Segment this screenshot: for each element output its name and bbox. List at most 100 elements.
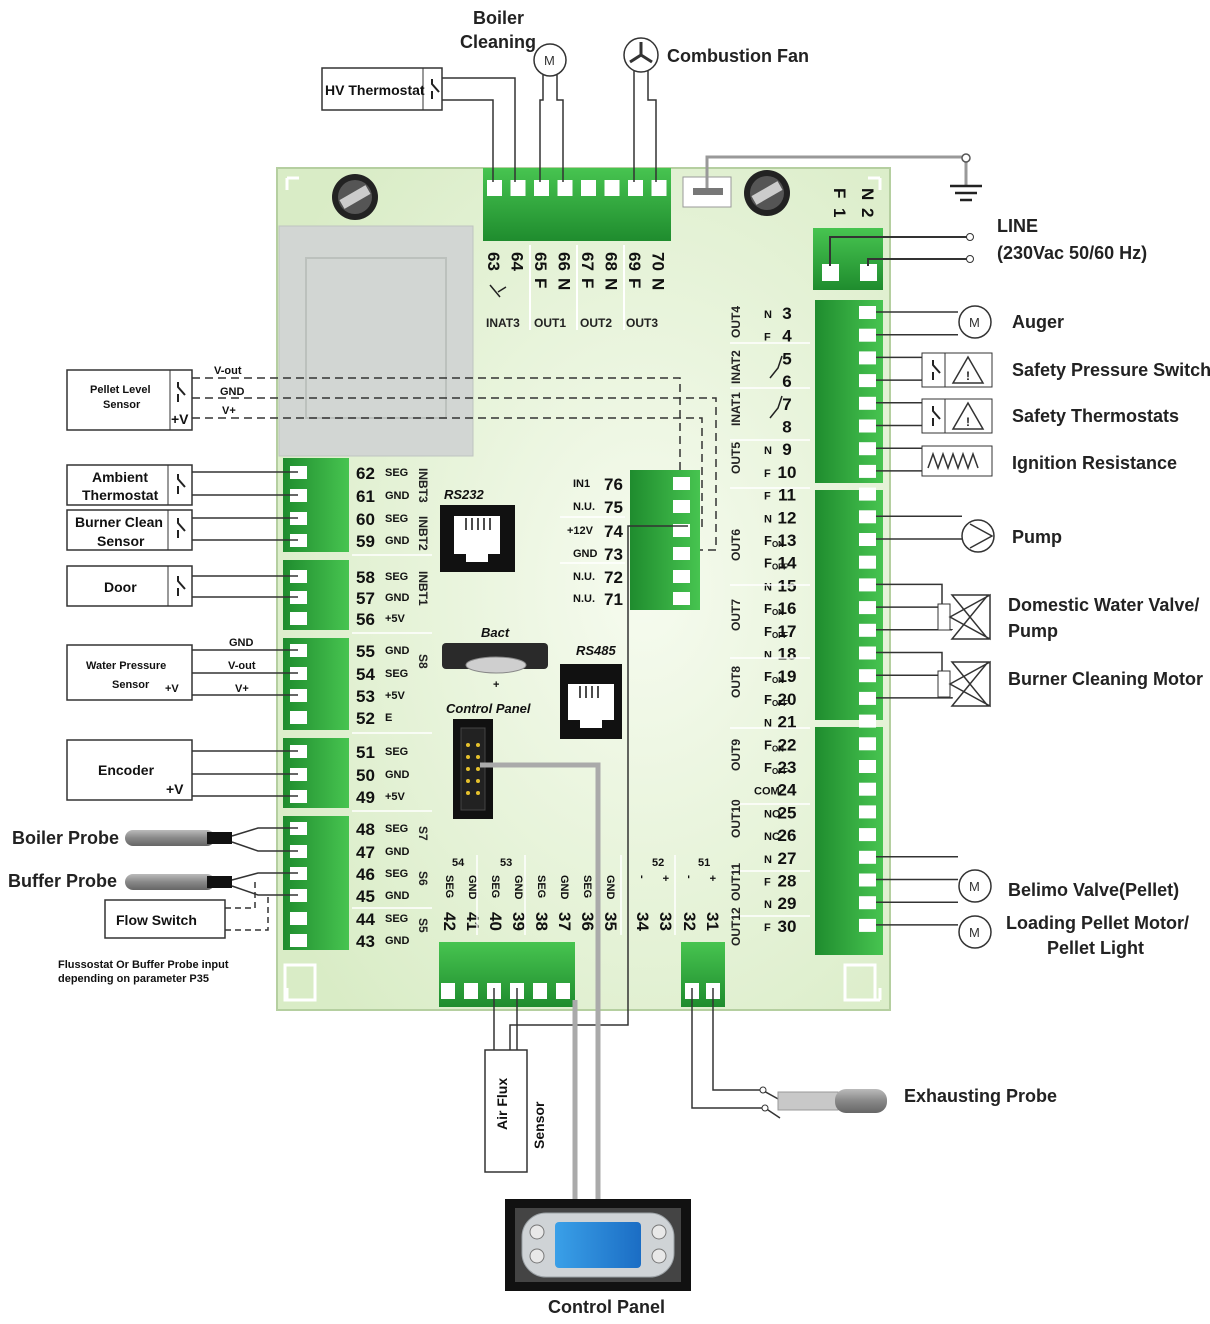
left-terminal-number: 50: [356, 766, 375, 785]
boiler-cleaning-label-1: Boiler: [473, 8, 524, 28]
right-terminal-number: 9: [782, 440, 791, 459]
top-terminal-slot: [487, 180, 502, 196]
device-wire: [876, 356, 922, 381]
left-terminal-signal: SEG: [385, 868, 408, 880]
mid-terminal-number: 74: [604, 522, 623, 541]
left-terminal-slot: [290, 512, 307, 525]
control-panel-button-icon: [529, 1224, 545, 1240]
bottom-terminal-signal: -: [683, 875, 695, 879]
right-terminal-number: 27: [778, 849, 797, 868]
right-group-label: OUT8: [729, 666, 743, 698]
ambient-label-2: Thermostat: [82, 487, 159, 503]
line-label-2: 2: [858, 208, 877, 217]
wp-vout-label: V-out: [228, 660, 256, 672]
device-wire: [192, 517, 298, 541]
door-switch-icon: [177, 576, 186, 596]
line-label-1: 1: [830, 208, 849, 217]
hv-thermostat-switch-icon: [431, 79, 440, 99]
left-terminal-signal: +5V: [385, 690, 406, 702]
top-terminal-slot: [651, 180, 667, 196]
wp-gnd-label: GND: [229, 637, 254, 649]
top-terminal-signal: F: [625, 278, 644, 288]
bottom-terminal-number: 41: [463, 912, 482, 931]
right-terminal-number: 13: [778, 531, 797, 550]
top-group-label: OUT1: [534, 316, 566, 330]
pellet-level-label-1: Pellet Level: [90, 384, 151, 396]
ground-symbol: [950, 184, 982, 202]
auger-motor-icon-m: M: [969, 315, 980, 330]
right-terminal-slot: [859, 464, 876, 478]
burner-clean-switch-icon: [177, 518, 186, 538]
device-wire: [192, 471, 298, 496]
top-terminal-signal: N: [555, 278, 574, 290]
left-terminal-number: 51: [356, 743, 375, 762]
left-terminal-signal: GND: [385, 645, 410, 657]
left-terminal-signal: +5V: [385, 613, 406, 625]
right-terminal-slot: [859, 828, 876, 842]
left-terminal-number: 47: [356, 843, 375, 862]
top-terminal-signal: F: [531, 278, 550, 288]
device-wire: [192, 397, 717, 551]
water-pressure-label-2: Sensor: [112, 679, 150, 691]
left-terminal-signal: GND: [385, 535, 410, 547]
transformer: [278, 225, 474, 457]
bottom-terminal-number: 40: [486, 912, 505, 931]
left-group-label: S5: [416, 918, 430, 933]
right-terminal-number: 14: [778, 554, 797, 573]
top-group-label: OUT3: [626, 316, 658, 330]
right-terminal-number: 25: [778, 803, 797, 822]
top-terminal-signal: F: [578, 278, 597, 288]
right-terminal-slot: [859, 850, 876, 864]
control-panel-button-icon: [651, 1248, 667, 1264]
right-terminal-number: 23: [778, 758, 797, 777]
safety-pressure-switch-icon: [932, 360, 941, 380]
inat2-switch-icon: [769, 355, 783, 379]
bottom-group-label: 53: [500, 857, 512, 869]
device-wire: [192, 649, 298, 696]
left-terminal-slot: [290, 689, 307, 702]
wp-vplus-label: V+: [235, 683, 249, 695]
bact-label: Bact: [481, 625, 510, 640]
right-terminal-slot: [859, 396, 876, 410]
left-terminal-number: 57: [356, 589, 375, 608]
pellet-vplus-label: V+: [222, 405, 236, 417]
right-terminal-slot: [859, 328, 876, 342]
bottom-terminal-signal: -: [636, 875, 648, 879]
auger-motor-icon: [958, 305, 992, 339]
mid-terminal-number: 75: [604, 498, 623, 517]
left-terminal-signal: GND: [385, 935, 410, 947]
device-wire: [876, 856, 958, 881]
mid-terminal-slot: [673, 570, 690, 583]
bottom-terminal-signal: GND: [512, 875, 524, 900]
right-terminal-signal: F: [764, 877, 771, 889]
left-terminal-body: [283, 816, 349, 950]
bottom-terminal-number: 39: [509, 912, 528, 931]
bottom-group-label: 52: [652, 857, 664, 869]
top-terminal-signal: N: [649, 278, 668, 290]
line-label-f: F: [830, 188, 849, 198]
right-group-label: INAT1: [729, 392, 743, 426]
mid-terminal-slot: [673, 477, 690, 490]
right-terminal-signal: F: [764, 332, 771, 344]
right-terminal-signal: N: [764, 650, 772, 662]
left-terminal-number: 61: [356, 487, 375, 506]
mid-terminal-signal: GND: [573, 548, 598, 560]
loading-label-2: Pellet Light: [1047, 938, 1144, 958]
right-group-label: OUT11: [729, 863, 743, 901]
mid-terminal-number: 71: [604, 590, 623, 609]
top-terminal-slot: [581, 180, 596, 196]
device-wire: [712, 988, 781, 1101]
bottom-terminal-slot: [533, 983, 547, 999]
encoder-plusv: +V: [166, 781, 184, 797]
battery-holder: Bact +: [442, 625, 548, 691]
air-flux-label-1: Air Flux: [494, 1078, 510, 1130]
top-group-label: OUT2: [580, 316, 612, 330]
device-wire: [480, 762, 601, 1200]
rs485-port: RS485: [560, 643, 622, 739]
left-terminal-number: 58: [356, 568, 375, 587]
safety-thermostats-label: Safety Thermostats: [1012, 406, 1179, 426]
control-panel-conn-label: Control Panel: [446, 701, 531, 716]
right-terminal-number: 26: [778, 826, 797, 845]
